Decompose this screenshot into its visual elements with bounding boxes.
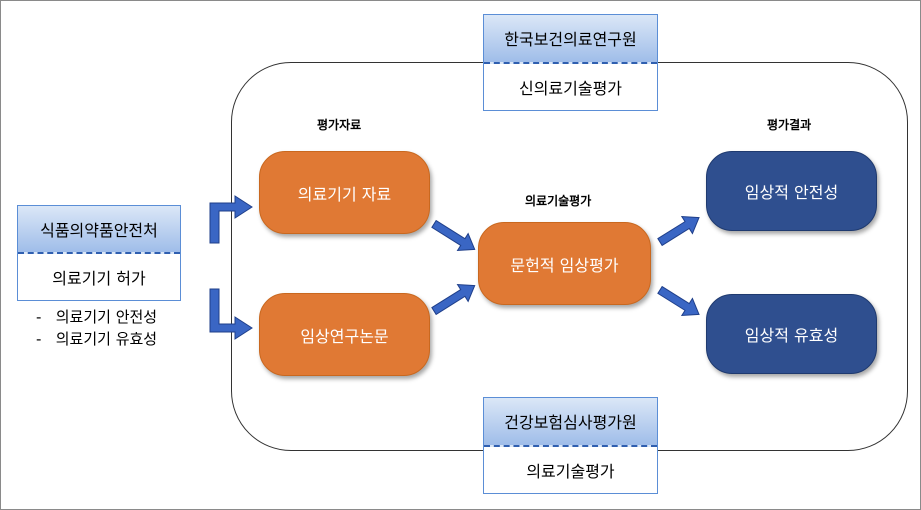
bullet-marker: - [36,330,42,348]
hira-header: 건강보험심사평가원 [484,398,657,447]
source-bullet-safety: - 의료기기 안전성 [36,306,157,327]
bullet-text: 의료기기 유효성 [55,330,158,348]
center-literature-eval: 문헌적 임상평가 [478,222,651,305]
label-tech-eval: 의료기술평가 [525,194,592,208]
arrow-center-to-efficacy [657,285,700,316]
output-clinical-safety: 임상적 안전성 [706,151,877,231]
neca-body: 신의료기술평가 [518,78,623,98]
source-bullet-efficacy: - 의료기기 유효성 [36,328,157,349]
bent-arrow-up [209,195,253,244]
bullet-marker: - [36,308,42,326]
label-results: 평가결과 [767,118,812,132]
mfds-body: 의료기기 허가 [52,268,146,288]
hira-box: 건강보험심사평가원 의료기술평가 [483,397,658,494]
label-materials: 평가자료 [317,118,362,132]
bullet-text: 의료기기 안전성 [55,308,158,326]
arrow-device-to-center [431,219,476,252]
input-device-data: 의료기기 자료 [259,151,430,234]
neca-box: 한국보건의료연구원 신의료기술평가 [483,14,658,111]
hira-body: 의료기술평가 [526,461,615,481]
arrow-center-to-safety [657,216,700,247]
output-clinical-efficacy: 임상적 유효성 [706,294,877,374]
neca-header: 한국보건의료연구원 [484,15,657,64]
mfds-box: 식품의약품안전처 의료기기 허가 [17,205,181,301]
bent-arrow-down [209,288,253,340]
arrow-papers-to-center [431,283,476,316]
mfds-header: 식품의약품안전처 [18,206,180,255]
input-clinical-papers: 임상연구논문 [259,293,430,376]
